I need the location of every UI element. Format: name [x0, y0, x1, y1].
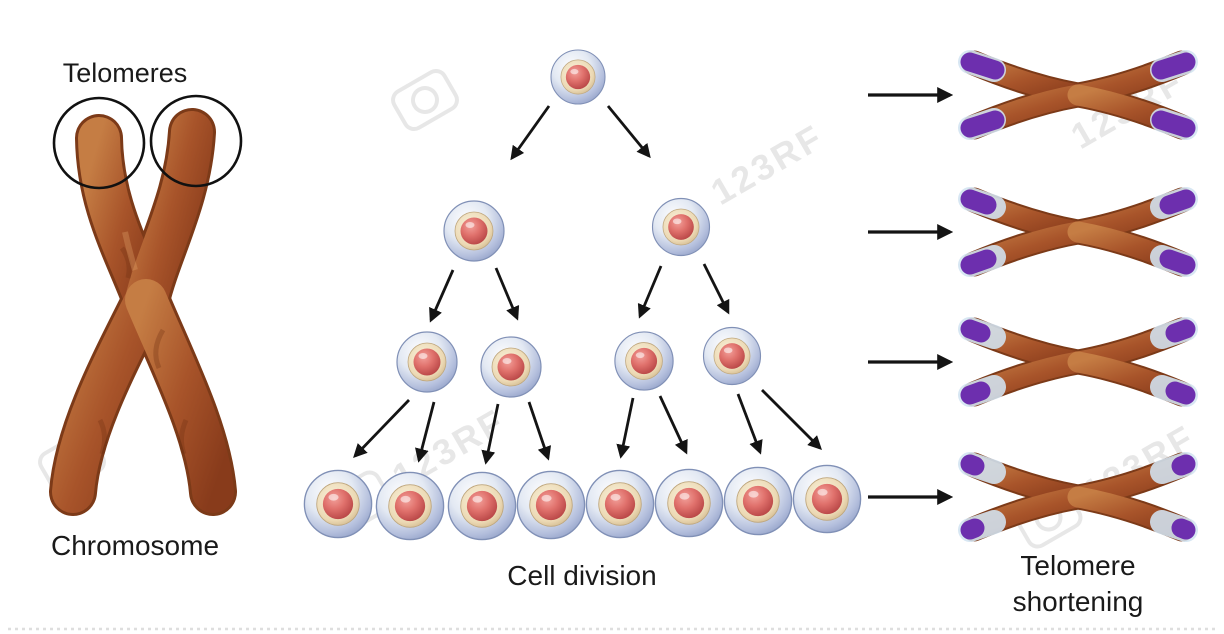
cell — [303, 469, 373, 539]
chromosome-row-stage-4 — [970, 464, 1186, 530]
telomere-shortening-panel — [868, 62, 1186, 530]
cell — [654, 468, 724, 538]
division-arrow — [658, 395, 688, 455]
svg-text:123RF: 123RF — [704, 116, 831, 213]
watermark: 123RF — [704, 116, 831, 213]
telomeres-label: Telomeres — [62, 58, 188, 88]
chromosome-illustration — [49, 94, 243, 516]
telomere-shortening-label-line1: Telomere — [1020, 550, 1136, 581]
cell — [375, 471, 445, 541]
telomere-highlight-circle — [149, 94, 243, 188]
division-arrow — [702, 263, 730, 315]
division-arrow — [761, 389, 822, 450]
cell — [702, 326, 762, 386]
telomere-highlight-circle — [52, 96, 146, 190]
telomere-tips — [50, 107, 236, 500]
cell — [480, 336, 542, 398]
division-arrow — [637, 265, 663, 319]
division-arrow — [481, 403, 500, 465]
division-arrow — [353, 399, 411, 459]
division-arrow — [510, 105, 551, 161]
chromosome-row-stage-3 — [970, 329, 1186, 395]
chromosome-label: Chromosome — [50, 530, 220, 561]
division-arrow — [736, 393, 763, 455]
telomere-shortening-label: Telomere shortening — [958, 548, 1198, 620]
cell — [443, 200, 505, 262]
division-arrow — [527, 401, 552, 461]
cell-division-tree — [303, 49, 862, 541]
chromosome-row-stage-2 — [970, 199, 1186, 265]
cell — [447, 471, 517, 541]
cell — [550, 49, 606, 105]
cell — [585, 469, 655, 539]
cell — [614, 331, 674, 391]
cell-division-label: Cell division — [507, 560, 657, 591]
division-arrow — [494, 267, 520, 321]
division-arrow — [415, 401, 436, 463]
cell — [396, 331, 458, 393]
division-arrow — [616, 397, 635, 459]
division-arrow — [429, 269, 455, 323]
division-arrow — [606, 105, 651, 159]
cell — [792, 464, 862, 534]
cell — [516, 470, 586, 540]
chromosome-row-stage-1 — [970, 62, 1186, 128]
cell — [651, 197, 711, 257]
watermark-camera-icon — [391, 68, 459, 132]
telomere-shortening-label-line2: shortening — [1012, 586, 1144, 617]
cell — [723, 466, 793, 536]
